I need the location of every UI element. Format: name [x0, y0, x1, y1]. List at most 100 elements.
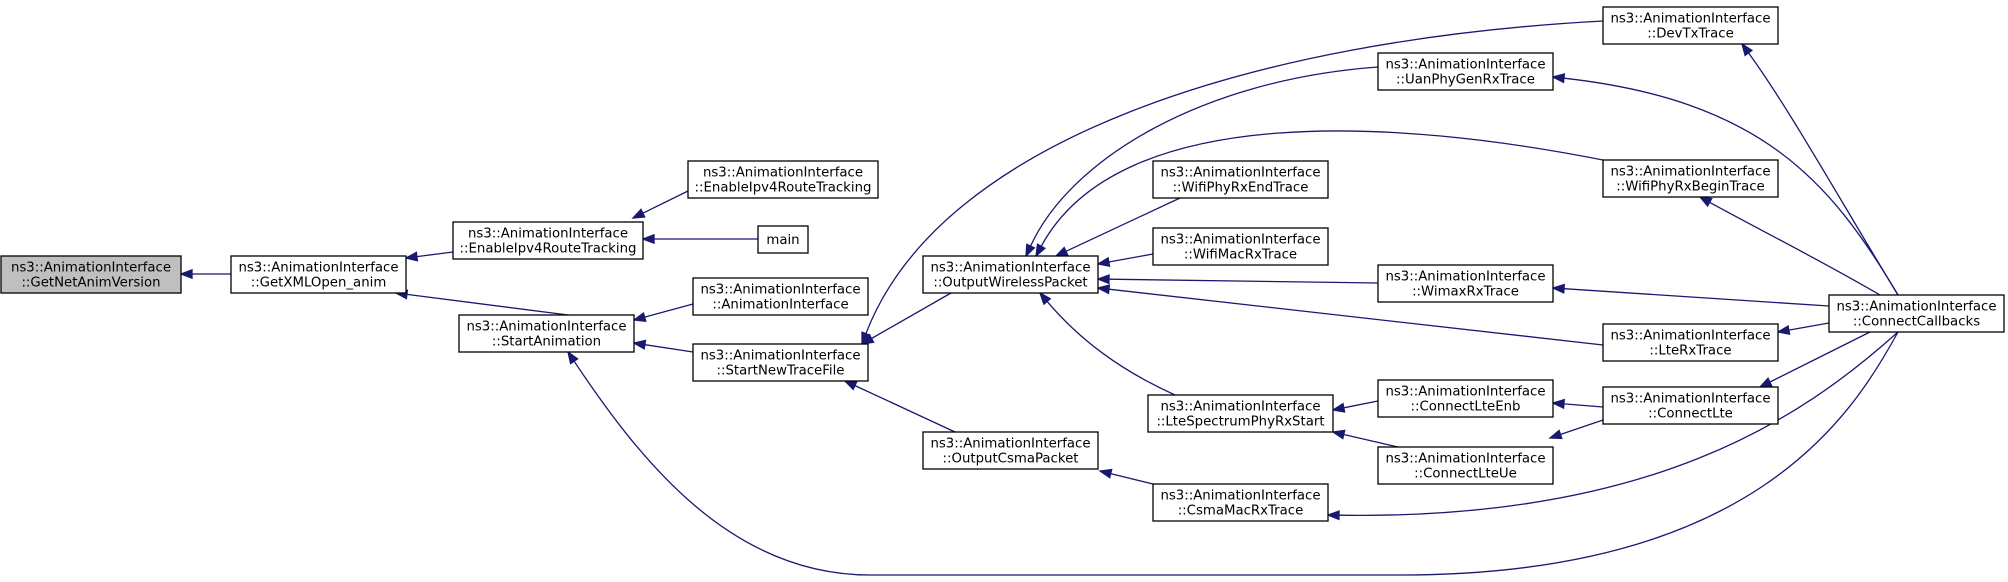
arrowhead	[1326, 510, 1340, 521]
arrowhead	[1054, 246, 1069, 257]
node-label: ns3::AnimationInterface	[1385, 385, 1545, 400]
edge-n8-to-n21	[1758, 331, 1871, 388]
arrowhead	[1548, 429, 1563, 440]
node-label: ns3::AnimationInterface	[468, 227, 628, 242]
node-label: ns3::AnimationInterface	[238, 261, 398, 276]
node-label: ns3::AnimationInterface	[1160, 489, 1320, 504]
arrowhead	[1098, 468, 1113, 479]
edge-n21-to-n20	[1548, 419, 1604, 440]
node-label: ::WimaxRxTrace	[1412, 285, 1519, 300]
call-node[interactable]: ns3::AnimationInterface::StartAnimation	[458, 314, 635, 353]
node-label: ns3::AnimationInterface	[1385, 452, 1545, 467]
edge-n17-to-n9	[1096, 284, 1604, 346]
call-edges	[179, 20, 1899, 576]
call-node[interactable]: ns3::AnimationInterface::ConnectCallback…	[1828, 294, 2005, 333]
node-label: ::GetXMLOpen_anim	[251, 276, 387, 291]
node-label: ns3::AnimationInterface	[1385, 58, 1545, 73]
node-label: ::LteSpectrumPhyRxStart	[1156, 415, 1324, 430]
call-node[interactable]: ns3::AnimationInterface::OutputCsmaPacke…	[922, 431, 1099, 470]
call-node[interactable]: ns3::AnimationInterface::ConnectLteEnb	[1377, 379, 1554, 418]
edge-n8-to-n17	[1776, 322, 1830, 336]
edge-n3-to-n1	[394, 289, 569, 316]
arrowhead	[1551, 283, 1566, 294]
node-box	[452, 221, 644, 260]
edge-n4-to-n2	[631, 190, 689, 219]
call-node[interactable]: ns3::AnimationInterface::GetXMLOpen_anim	[230, 255, 407, 294]
arrowhead	[641, 233, 655, 245]
node-label: ::ConnectLteUe	[1414, 467, 1517, 482]
call-node[interactable]: ns3::AnimationInterface::EnableIpv4Route…	[687, 160, 879, 199]
node-label: main	[766, 233, 799, 248]
edge-n8-to-n12	[1551, 73, 1899, 296]
call-node[interactable]: ns3::AnimationInterface::WifiPhyRxBeginT…	[1602, 159, 1779, 198]
arrowhead	[632, 339, 647, 350]
edge-n8-to-n3	[566, 331, 1899, 576]
edge-n8-to-n13	[1698, 196, 1881, 296]
node-label: ns3::AnimationInterface	[700, 349, 860, 364]
call-node[interactable]: ns3::AnimationInterface::DevTxTrace	[1602, 6, 1779, 45]
edge-n18-to-n9	[1038, 291, 1176, 396]
call-node[interactable]: ns3::AnimationInterface::UanPhyGenRxTrac…	[1377, 52, 1554, 91]
call-node[interactable]: ns3::AnimationInterface::ConnectLteUe	[1377, 446, 1554, 485]
node-label: ns3::AnimationInterface	[1836, 300, 1996, 315]
node-box	[1602, 6, 1779, 45]
arrowhead	[566, 350, 579, 365]
edge-n22-to-n10	[1098, 468, 1154, 485]
node-label: ns3::AnimationInterface	[1610, 12, 1770, 27]
call-node[interactable]: ns3::AnimationInterface::OutputWirelessP…	[922, 255, 1099, 294]
arrowhead	[1740, 42, 1754, 57]
edge-n2-to-n1	[404, 251, 454, 262]
node-label: ::GetNetAnimVersion	[21, 276, 160, 291]
arrowhead	[1035, 243, 1047, 258]
call-node[interactable]: ns3::AnimationInterface::StartNewTraceFi…	[692, 343, 869, 382]
node-label: ns3::AnimationInterface	[930, 261, 1090, 276]
arrowhead	[1038, 291, 1052, 306]
call-node[interactable]: ns3::AnimationInterface::WimaxRxTrace	[1377, 264, 1554, 303]
edge-n16-to-n9	[1096, 274, 1379, 285]
call-node[interactable]: ns3::AnimationInterface::WifiPhyRxEndTra…	[1152, 160, 1329, 199]
call-node[interactable]: ns3::AnimationInterface::AnimationInterf…	[692, 277, 869, 316]
arrowhead	[1758, 377, 1773, 388]
arrowhead	[843, 380, 858, 391]
node-box	[922, 431, 1099, 470]
node-box	[0, 255, 182, 294]
node-label: ns3::AnimationInterface	[1610, 392, 1770, 407]
node-label: ::EnableIpv4RouteTracking	[460, 242, 637, 257]
node-label: ::WifiPhyRxEndTrace	[1173, 181, 1309, 196]
edge-n21-to-n19	[1551, 398, 1604, 410]
edge-n15-to-n9	[1096, 253, 1154, 268]
node-label: ns3::AnimationInterface	[11, 261, 171, 276]
node-box	[692, 277, 869, 316]
edge-n6-to-n3	[632, 303, 694, 322]
node-label: ::ConnectLte	[1648, 407, 1733, 422]
node-box	[1828, 294, 2005, 333]
node-label: ns3::AnimationInterface	[1610, 165, 1770, 180]
edge-n8-to-n16	[1551, 283, 1830, 307]
arrowhead	[1096, 256, 1111, 268]
node-label: ::WifiPhyRxBeginTrace	[1616, 180, 1764, 195]
arrowhead	[1096, 274, 1110, 285]
node-label: ::LteRxTrace	[1649, 344, 1731, 359]
node-box	[1377, 264, 1554, 303]
call-node[interactable]: ns3::AnimationInterface::ConnectLte	[1602, 386, 1779, 425]
call-node[interactable]: ns3::AnimationInterface::EnableIpv4Route…	[452, 221, 644, 260]
node-label: ::OutputWirelessPacket	[933, 276, 1087, 291]
call-node[interactable]: ns3::AnimationInterface::LteSpectrumPhyR…	[1147, 394, 1334, 433]
arrowhead	[1331, 402, 1346, 413]
arrowhead	[631, 208, 646, 219]
node-label: ::AnimationInterface	[712, 298, 848, 313]
call-node[interactable]: ns3::AnimationInterface::CsmaMacRxTrace	[1152, 483, 1329, 522]
node-box	[1602, 323, 1779, 362]
node-label: ns3::AnimationInterface	[1160, 166, 1320, 181]
node-box	[687, 160, 879, 199]
call-node[interactable]: main	[757, 225, 809, 254]
node-box	[757, 225, 809, 254]
node-box	[1377, 52, 1554, 91]
node-box	[230, 255, 407, 294]
edge-n1-to-n0	[179, 268, 231, 280]
call-node[interactable]: ns3::AnimationInterface::LteRxTrace	[1602, 323, 1779, 362]
focus-node: ns3::AnimationInterface::GetNetAnimVersi…	[0, 255, 182, 294]
node-box	[1602, 386, 1779, 425]
call-node[interactable]: ns3::AnimationInterface::WifiMacRxTrace	[1152, 227, 1329, 266]
